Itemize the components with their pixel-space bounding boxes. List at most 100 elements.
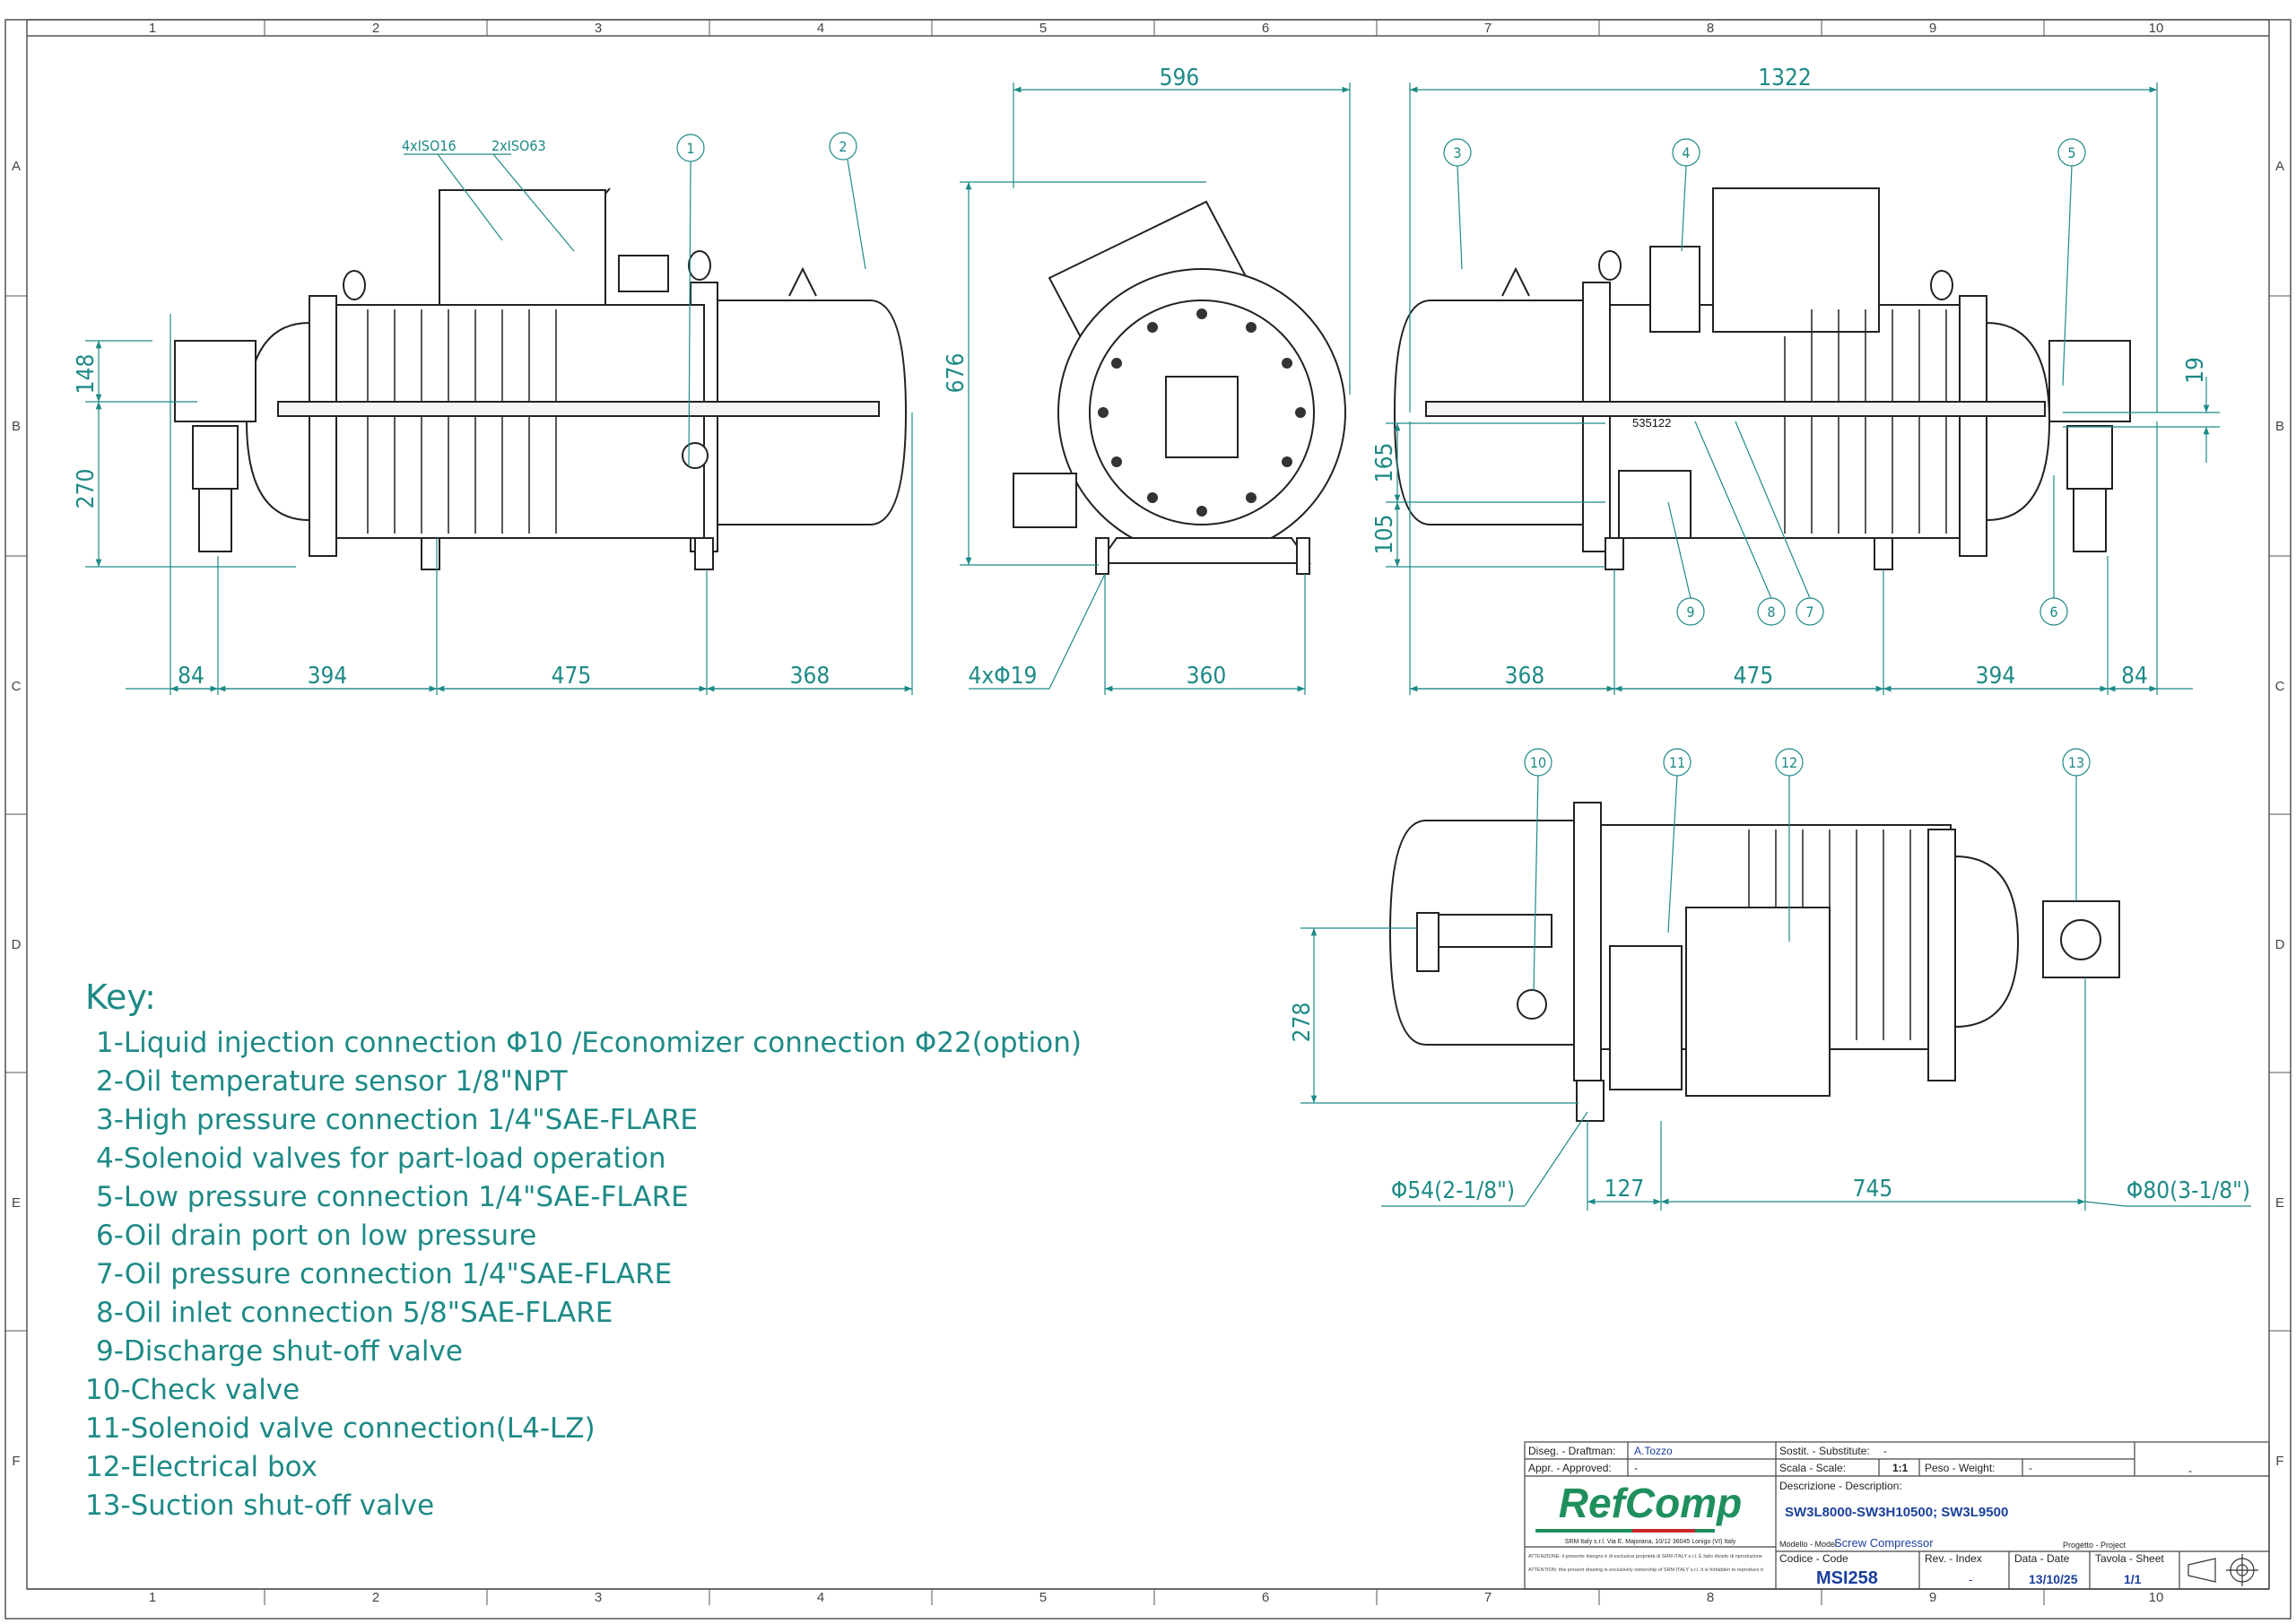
row-label-left: B	[12, 419, 21, 434]
col-label-bottom: 1	[149, 1590, 156, 1605]
substitute-label: Sostit. - Substitute:	[1779, 1445, 1870, 1457]
side-view-left-annotations: 4xISO16 2xISO63 1 2 148 270 84 394 475 3…	[73, 132, 913, 695]
callout-7: 7	[1805, 604, 1813, 621]
dim-360: 360	[1187, 663, 1227, 690]
callout-8: 8	[1767, 604, 1775, 621]
discharge-valve	[1618, 470, 1692, 539]
foot	[694, 537, 714, 570]
row-label-right: B	[2275, 419, 2284, 434]
frame-column-ticks	[5, 20, 2291, 1605]
dim-105: 105	[1371, 515, 1398, 555]
side-view-right-annotations: 535122 3 4 5 6 7 8 9	[1371, 65, 2220, 695]
lifting-eye	[1598, 250, 1622, 281]
dim-holes: 4xΦ19	[969, 663, 1038, 690]
row-label-left: D	[12, 937, 22, 952]
foot	[1874, 537, 1893, 570]
key-item: 11-Solenoid valve connection(L4-LZ)	[85, 1412, 596, 1445]
suction-valve	[2073, 488, 2107, 552]
callout-5: 5	[2067, 144, 2075, 161]
frame-column-labels: 1 2 3 4 5 6 7 8 9 10 1 2 3 4 5 6 7 8 9 1…	[12, 21, 2285, 1605]
dim-394: 394	[308, 663, 348, 690]
housing-flange	[309, 295, 337, 557]
key-item: 3-High pressure connection 1/4"SAE-FLARE	[96, 1104, 698, 1136]
description-value: SW3L8000-SW3H10500; SW3L9500	[1785, 1505, 2008, 1520]
valve-block	[618, 255, 669, 292]
iso063-label: 2xISO63	[491, 137, 546, 154]
callout-13: 13	[2068, 754, 2084, 771]
key-item: 7-Oil pressure connection 1/4"SAE-FLARE	[96, 1258, 672, 1290]
draftman-value: A.Tozzo	[1634, 1445, 1673, 1457]
dim-84-right: 84	[2121, 663, 2148, 690]
col-label-top: 2	[372, 21, 379, 36]
key-item: 4-Solenoid valves for part-load operatio…	[96, 1142, 666, 1175]
approved-value: -	[1634, 1462, 1638, 1474]
row-label-left: E	[12, 1195, 21, 1211]
solenoid-valves	[1649, 246, 1700, 333]
suction-flange	[174, 340, 257, 422]
project-label: Progetto - Project	[2063, 1541, 2126, 1550]
callout-4: 4	[1682, 144, 1690, 161]
iso016-label: 4xISO16	[402, 137, 457, 154]
side-view-left	[174, 187, 908, 570]
callout-11: 11	[1669, 754, 1685, 771]
side-valve	[1013, 473, 1077, 528]
notice-english: ATTENTION: this present drawing is exclu…	[1528, 1568, 1763, 1573]
code-label: Codice - Code	[1779, 1552, 1848, 1565]
rotor-housing	[317, 304, 705, 539]
dim-596: 596	[1160, 65, 1200, 91]
weight-value: -	[2029, 1462, 2032, 1474]
col-label-top: 4	[817, 21, 824, 36]
dim-368: 368	[790, 663, 831, 690]
dim-368-right: 368	[1505, 663, 1545, 690]
logo-stripe	[1535, 1529, 1715, 1533]
check-valve	[1517, 989, 1547, 1020]
model-label: Modello - Model	[1779, 1540, 1837, 1549]
col-label-bottom: 3	[595, 1590, 602, 1605]
dim-475: 475	[552, 663, 592, 690]
key-item: 12-Electrical box	[85, 1451, 317, 1483]
title-block: Diseg. - Draftman: A.Tozzo Appr. - Appro…	[1524, 1441, 2270, 1590]
lifting-eye	[688, 250, 711, 281]
callout-3: 3	[1453, 144, 1461, 161]
row-label-right: D	[2275, 937, 2285, 952]
dim-676: 676	[943, 353, 970, 394]
center-band	[1425, 401, 2046, 417]
col-label-bottom: 7	[1484, 1590, 1492, 1605]
callout-9: 9	[1686, 604, 1694, 621]
lifting-eye	[1930, 270, 1953, 300]
callout-2-circle	[829, 132, 857, 161]
key-item: 10-Check valve	[85, 1374, 300, 1406]
key-title: Key:	[85, 977, 156, 1017]
weight-label: Peso - Weight:	[1925, 1462, 1995, 1474]
col-label-top: 8	[1707, 21, 1714, 36]
key-item: 9-Discharge shut-off valve	[96, 1335, 463, 1368]
suction-valve	[198, 488, 232, 552]
col-label-top: 7	[1484, 21, 1492, 36]
col-label-bottom: 6	[1262, 1590, 1269, 1605]
company-address: SRM Italy s.r.l. Via E. Majorana, 10/12 …	[1565, 1539, 1736, 1545]
dim-165: 165	[1371, 443, 1398, 483]
end-cover	[1986, 321, 2051, 522]
dim-475-right: 475	[1734, 663, 1774, 690]
nameplate-number: 535122	[1632, 416, 1671, 430]
dim-1322: 1322	[1758, 65, 1812, 91]
draftman-label: Diseg. - Draftman:	[1528, 1445, 1615, 1457]
key-item: 2-Oil temperature sensor 1/8"NPT	[96, 1065, 569, 1098]
foot	[1605, 537, 1624, 570]
col-label-top: 5	[1039, 21, 1047, 36]
col-label-bottom: 9	[1929, 1590, 1936, 1605]
center-band	[277, 401, 880, 417]
col-label-top: 1	[149, 21, 156, 36]
solenoid-cluster	[1609, 945, 1683, 1090]
col-label-top: 6	[1262, 21, 1269, 36]
lifting-eye	[343, 270, 366, 300]
callout-2: 2	[839, 138, 847, 155]
approved-label: Appr. - Approved:	[1528, 1462, 1612, 1474]
dim-270: 270	[73, 469, 100, 509]
dim-84: 84	[178, 663, 204, 690]
top-view	[1388, 802, 2120, 1122]
sheet-value: 1/1	[2124, 1572, 2142, 1586]
code-value: MSI258	[1816, 1568, 1878, 1588]
callout-10: 10	[1530, 754, 1546, 771]
